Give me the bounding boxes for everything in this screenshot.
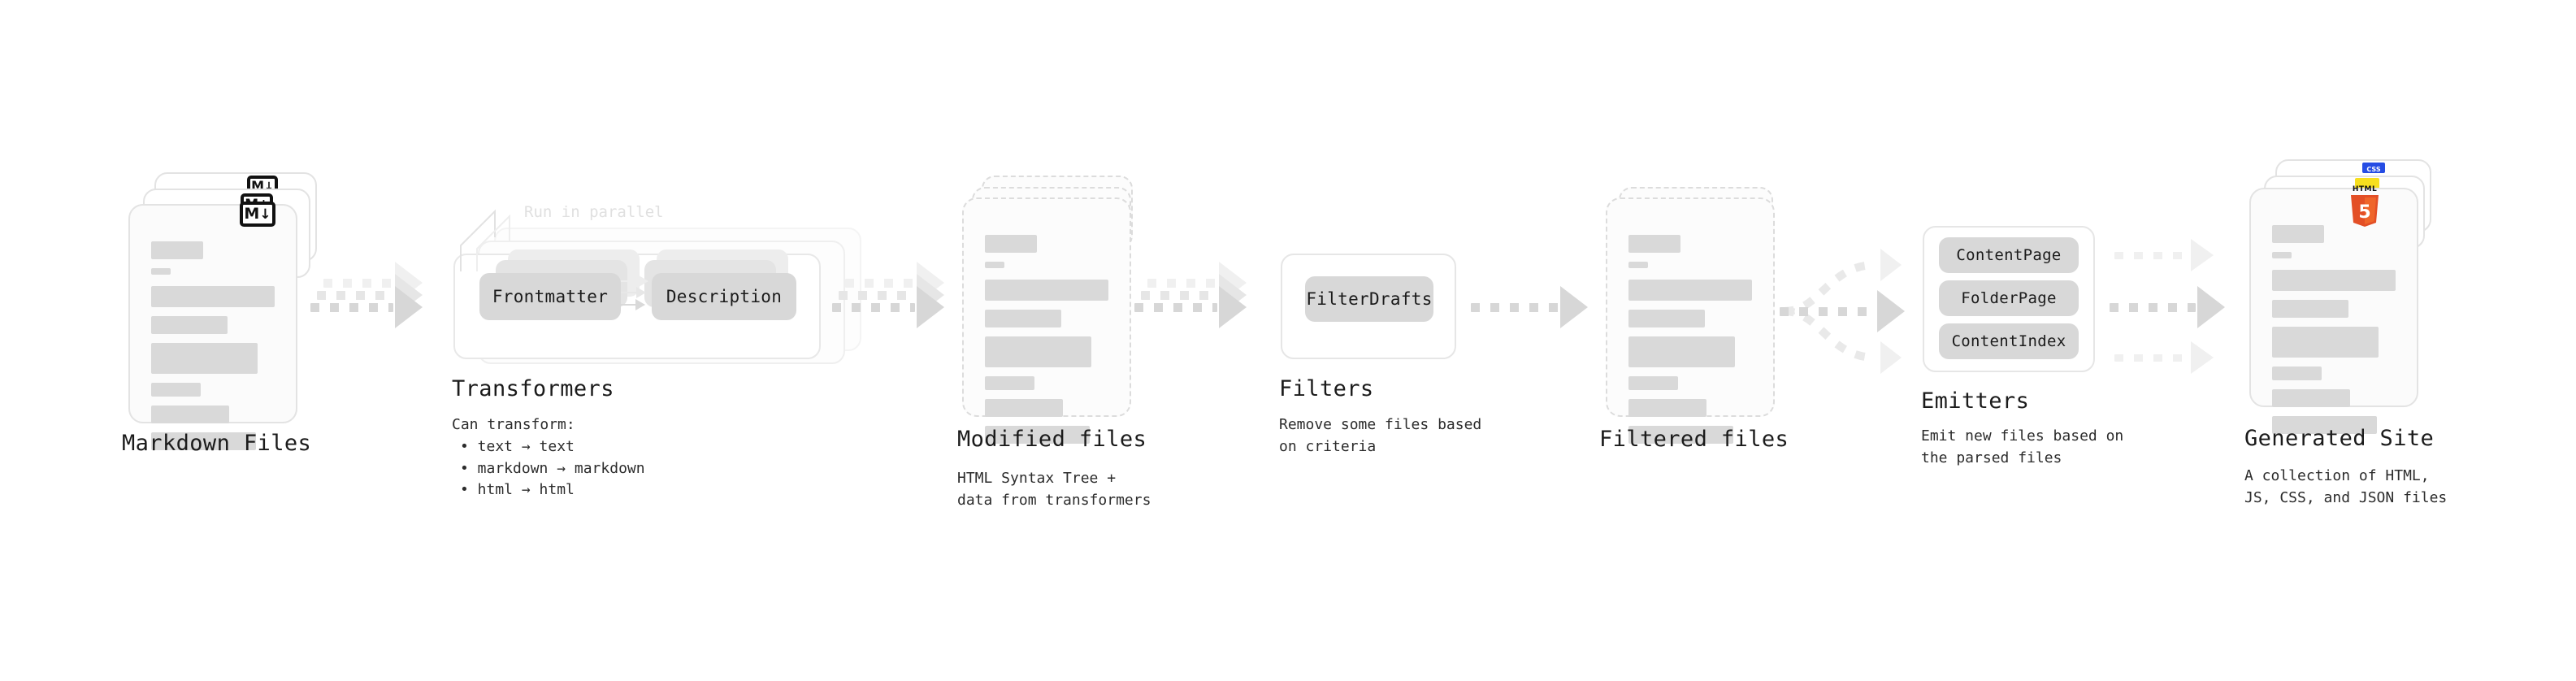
transformers-bullets: • text → text • markdown → markdown • ht…	[460, 436, 645, 501]
modified-card-content	[985, 235, 1108, 453]
content-bar	[2272, 416, 2378, 434]
transformers-subtitle: Can transform:	[452, 416, 575, 433]
content-bar	[985, 336, 1091, 367]
content-bar	[1628, 280, 1752, 301]
site-card-front	[2249, 188, 2418, 434]
emitters-subtitle: Emit new files based on the parsed files	[1921, 427, 2124, 466]
content-bar	[1628, 235, 1680, 253]
generated-site-title: Generated Site	[2244, 426, 2435, 451]
run-in-parallel-bracket	[460, 209, 510, 271]
emitter-chip-contentindex[interactable]: ContentIndex	[1939, 323, 2079, 359]
emitter-chip-contentpage[interactable]: ContentPage	[1939, 237, 2079, 273]
content-bar	[151, 286, 275, 307]
content-bar	[985, 376, 1034, 390]
content-bar	[151, 383, 201, 397]
transformer-bullet: • html → html	[460, 481, 575, 499]
modified-files-title: Modified files	[957, 427, 1147, 452]
content-bar	[2272, 367, 2322, 380]
transformer-bullet: • text → text	[460, 438, 575, 455]
css3-logo: CSS	[2362, 163, 2385, 173]
run-in-parallel-label: Run in parallel	[524, 203, 664, 221]
content-bar	[985, 235, 1037, 253]
emitters-title: Emitters	[1921, 388, 2030, 414]
html5-logo-digit: 5	[2358, 202, 2370, 223]
content-bar	[151, 343, 258, 374]
content-bar	[151, 241, 203, 259]
markdown-card-front	[128, 204, 297, 450]
content-bar	[2272, 300, 2349, 318]
filtered-card-front	[1606, 197, 1775, 444]
site-card-content	[2272, 225, 2396, 443]
modified-files-subtitle: HTML Syntax Tree + data from transformer…	[957, 470, 1151, 509]
generated-site-subtitle: A collection of HTML, JS, CSS, and JSON …	[2244, 467, 2448, 506]
html5-logo-word: HTML	[2352, 185, 2378, 193]
content-bar	[2272, 225, 2324, 243]
modified-card-front	[962, 197, 1131, 444]
content-bar	[985, 262, 1004, 268]
markdown-card-content	[151, 241, 275, 459]
content-bar	[151, 406, 229, 423]
markdown-logo-front: M↓	[240, 202, 275, 227]
transformer-chip-description[interactable]: Description	[652, 273, 796, 320]
content-bar	[1628, 310, 1706, 327]
content-bar	[151, 268, 171, 275]
content-bar	[1628, 262, 1648, 268]
content-bar	[985, 280, 1108, 301]
content-bar	[151, 316, 228, 334]
content-bar	[2272, 270, 2396, 291]
content-bar	[1628, 399, 1706, 417]
content-bar	[1628, 336, 1735, 367]
content-bar	[151, 432, 257, 450]
emitter-chip-folderpage[interactable]: FolderPage	[1939, 280, 2079, 316]
content-bar	[985, 399, 1063, 417]
content-bar	[2272, 252, 2292, 258]
filters-title: Filters	[1279, 376, 1374, 401]
html5-logo: HTML 5	[2348, 185, 2381, 228]
content-bar	[2272, 327, 2379, 358]
fanout-curves	[1784, 261, 1876, 362]
markdown-files-title: Markdown Files	[122, 431, 312, 456]
transformers-title: Transformers	[452, 376, 614, 401]
content-bar	[1628, 376, 1678, 390]
content-bar	[1628, 426, 1734, 444]
filters-subtitle: Remove some files based on criteria	[1279, 416, 1482, 455]
filtered-card-content	[1628, 235, 1752, 453]
css-logo-label: CSS	[2366, 166, 2381, 173]
content-bar	[985, 426, 1091, 444]
filtered-files-title: Filtered files	[1599, 427, 1789, 452]
content-bar	[985, 310, 1062, 327]
transformer-chip-frontmatter[interactable]: Frontmatter	[479, 273, 621, 320]
transformer-bullet: • markdown → markdown	[460, 459, 645, 477]
filter-chip-filterdrafts[interactable]: FilterDrafts	[1305, 276, 1433, 322]
content-bar	[2272, 389, 2350, 407]
